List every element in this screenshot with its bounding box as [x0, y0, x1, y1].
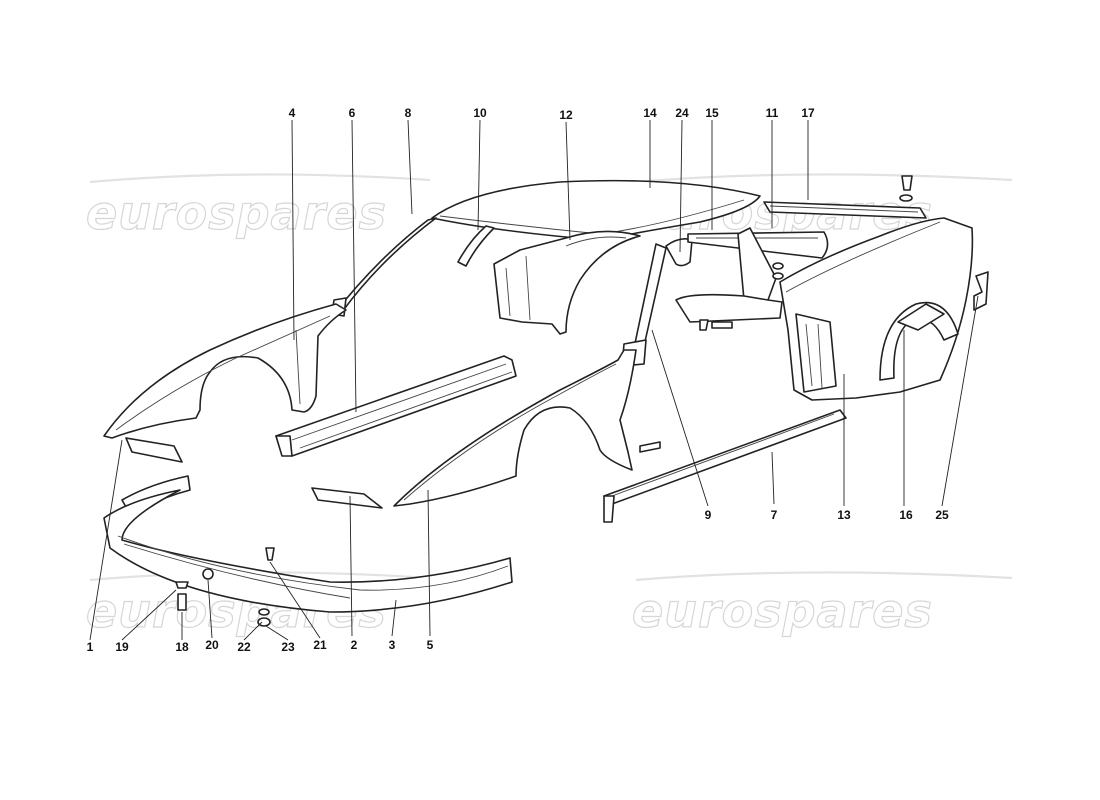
callout-11: 11	[765, 106, 779, 120]
callout-14: 14	[643, 106, 657, 120]
callout-21: 21	[313, 638, 327, 652]
callout-4: 4	[288, 106, 296, 120]
callout-17: 17	[801, 106, 815, 120]
callout-20: 20	[205, 638, 219, 652]
front-lamp-panel	[125, 437, 183, 463]
rear-bracket	[973, 271, 989, 311]
rear-pillar	[737, 227, 777, 301]
callout-12: 12	[559, 108, 573, 122]
windscreen-pillar	[331, 217, 437, 317]
pillar-24	[665, 238, 693, 267]
callout-24: 24	[675, 106, 689, 120]
callout-5: 5	[426, 638, 434, 652]
wheel-arch-liner	[897, 303, 945, 331]
rear-shelf-panel	[675, 293, 783, 323]
callout-18: 18	[175, 640, 189, 654]
front-body-panel	[393, 349, 637, 507]
callout-1: 1	[86, 640, 94, 654]
indicator-lamp	[311, 487, 383, 509]
callout-19: 19	[115, 640, 129, 654]
front-wing	[103, 303, 347, 439]
sill-left	[275, 355, 517, 457]
callout-10: 10	[473, 106, 487, 120]
front-bumper	[103, 489, 513, 613]
b-pillar	[621, 243, 667, 367]
callout-9: 9	[704, 508, 712, 522]
leader-lines	[89, 119, 979, 641]
sill-right	[603, 409, 847, 523]
callout-23: 23	[281, 640, 295, 654]
door-aperture-inner	[493, 230, 641, 335]
inner-pillar	[457, 225, 495, 267]
callout-6: 6	[348, 106, 356, 120]
callout-25: 25	[935, 508, 949, 522]
watermark-top-left: eurospares	[85, 185, 387, 240]
roof-panel	[431, 179, 761, 241]
callout-7: 7	[770, 508, 778, 522]
callout-2: 2	[350, 638, 358, 652]
callout-8: 8	[404, 106, 412, 120]
watermark-bottom-right: eurospares	[631, 583, 933, 638]
callout-15: 15	[705, 106, 719, 120]
callout-13: 13	[837, 508, 851, 522]
callout-3: 3	[388, 638, 396, 652]
fasteners	[175, 175, 913, 627]
rear-roof-rail	[763, 201, 927, 219]
callout-16: 16	[899, 508, 913, 522]
callout-22: 22	[237, 640, 251, 654]
